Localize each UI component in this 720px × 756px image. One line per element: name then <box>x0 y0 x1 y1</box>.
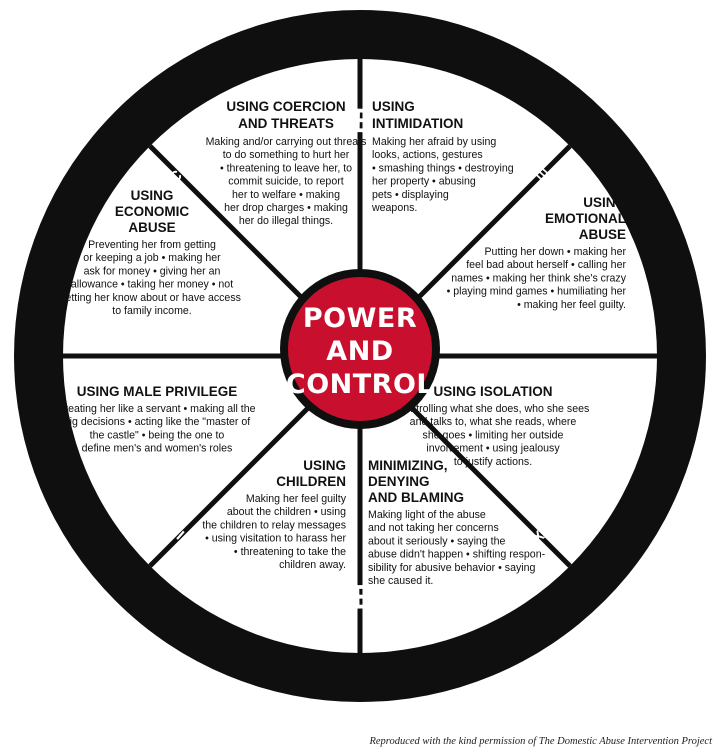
segment-body-line: Treating her like a servant • making all… <box>58 403 255 415</box>
segment-body-line: and talks to, what she reads, where <box>410 416 577 428</box>
segment-body-line: abuse didn't happen • shifting respon- <box>368 549 546 561</box>
segment-body-line: Making her feel guilty <box>246 493 347 505</box>
segment-body-line: • playing mind games • humiliating her <box>447 286 627 298</box>
segment-body-line: names • making her think she's crazy <box>451 272 626 284</box>
segment-title-line: USING <box>583 195 626 210</box>
segment-body-line: Preventing her from getting <box>88 239 216 251</box>
segment-title-line: ABUSE <box>128 220 175 235</box>
segment-title-line: INTIMIDATION <box>372 116 463 131</box>
segment-body-line: and not taking her concerns <box>368 522 499 534</box>
segment-title-line: AND BLAMING <box>368 490 464 505</box>
segment-body-line: Making her afraid by using <box>372 136 496 148</box>
segment-title-line: USING <box>372 99 415 114</box>
segment-body-line: • threatening to leave her, to <box>220 162 352 174</box>
segment-title-line: ECONOMIC <box>115 204 190 219</box>
segment-using-intimidation: USING INTIMIDATION Making her afraid by us… <box>371 99 514 214</box>
segment-body-line: commit suicide, to report <box>228 176 343 188</box>
segment-body-line: looks, actions, gestures <box>372 149 483 161</box>
segment-body-line: weapons. <box>371 202 417 214</box>
segment-body-line: the children to relay messages <box>202 519 346 531</box>
segment-body-line: • making her feel guilty. <box>517 299 626 311</box>
segment-body-line: feel bad about herself • calling her <box>466 259 626 271</box>
segment-body-line: • using visitation to harass her <box>205 533 346 545</box>
power-control-wheel: VIOLENCE PHYSICAL SEXUAL VIOLENCE PHYSIC… <box>14 10 706 702</box>
segment-body-line: her to welfare • making <box>232 189 340 201</box>
segment-title-line: USING ISOLATION <box>433 384 552 399</box>
segment-body-line: her property • abusing <box>372 176 476 188</box>
segment-body-line: about the children • using <box>227 506 346 518</box>
segment-body-line: or keeping a job • making her <box>83 252 221 264</box>
segment-body-line: Putting her down • making her <box>484 246 626 258</box>
segment-body-line: she goes • limiting her outside <box>423 429 564 441</box>
hub-and: AND <box>326 336 393 367</box>
segment-using-coercion-and-threats: USING COERCION AND THREATS Making and/or c… <box>206 99 367 227</box>
segment-body-line: define men's and women's roles <box>82 443 233 455</box>
segment-title-line: USING MALE PRIVILEGE <box>77 384 238 399</box>
segment-body-line: ask for money • giving her an <box>84 265 221 277</box>
segment-body-line: about it seriously • saying the <box>368 535 505 547</box>
segment-using-isolation: USING ISOLATION Controlling what she does… <box>397 384 590 468</box>
segment-title-line: USING <box>131 188 174 203</box>
segment-body-line: to justify actions. <box>454 456 532 468</box>
segment-using-male-privilege: USING MALE PRIVILEGE Treating her like a … <box>58 384 255 455</box>
segment-body-line: to family income. <box>112 305 191 317</box>
segment-title-line: USING <box>303 458 346 473</box>
segment-body-line: involvement • using jealousy <box>426 443 560 455</box>
segment-body-line: • threatening to take the <box>234 546 346 558</box>
segment-body-line: to do something to hurt her <box>223 149 350 161</box>
hub-circle <box>288 277 432 421</box>
segment-body-line: Controlling what she does, who she sees <box>397 403 590 415</box>
segment-body-line: her drop charges • making <box>224 202 348 214</box>
segment-body-line: sibility for abusive behavior • saying <box>368 562 536 574</box>
segment-body-line: Making and/or carrying out threats <box>206 136 367 148</box>
segment-title-line: ABUSE <box>579 227 626 242</box>
hub-control: CONTROL <box>286 369 434 400</box>
segment-title-line: MINIMIZING, <box>368 458 448 473</box>
segment-title-line: AND THREATS <box>238 116 334 131</box>
segment-title-line: CHILDREN <box>276 474 346 489</box>
segment-body-line: letting her know about or have access <box>63 292 241 304</box>
segment-title-line: USING COERCION <box>226 99 345 114</box>
credit-line: Reproduced with the kind permission of T… <box>369 736 712 747</box>
hub-power: POWER <box>303 303 417 334</box>
segment-body-line: children away. <box>279 559 346 571</box>
segment-body-line: • smashing things • destroying <box>372 162 514 174</box>
segment-title-line: EMOTIONAL <box>545 211 626 226</box>
segment-body-line: pets • displaying <box>372 189 449 201</box>
segment-body-line: Making light of the abuse <box>368 509 486 521</box>
segment-title-line: DENYING <box>368 474 430 489</box>
segment-body-line: big decisions • acting like the "master … <box>64 416 251 428</box>
segment-body-line: she caused it. <box>368 575 433 587</box>
segment-body-line: the castle" • being the one to <box>90 429 225 441</box>
segment-body-line: her do illegal things. <box>239 215 333 227</box>
segment-body-line: allowance • taking her money • not <box>71 279 233 291</box>
